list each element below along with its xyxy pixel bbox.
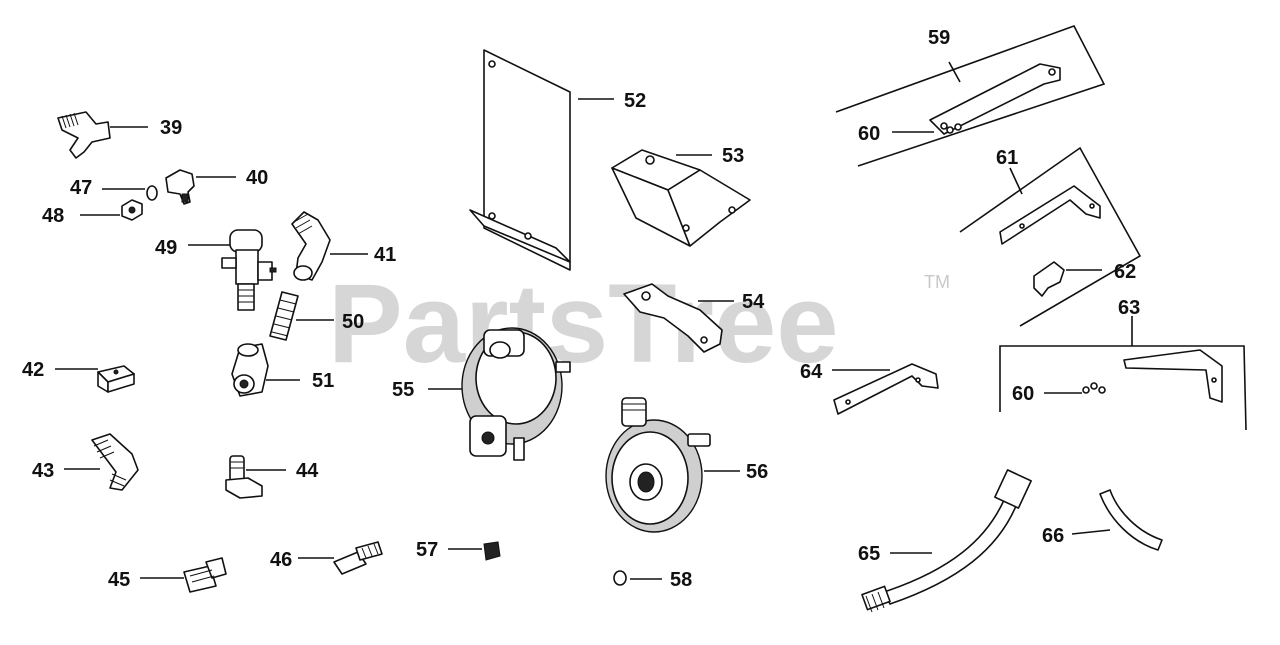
part-49-shutoff-valve[interactable] <box>188 229 277 311</box>
part-40-elbow[interactable] <box>165 169 236 205</box>
part-51-pipe-tee[interactable] <box>231 343 300 397</box>
callout-65: 65 <box>858 543 880 565</box>
callout-43: 43 <box>32 460 54 482</box>
part-50-pipe-nipple[interactable] <box>269 291 334 341</box>
part-63-bracket[interactable] <box>1123 349 1223 403</box>
watermark-logo: PartsTree <box>328 261 839 386</box>
callout-42: 42 <box>22 359 44 381</box>
part-55-lpg-regulator[interactable] <box>428 327 571 461</box>
callout-47: 47 <box>70 177 92 199</box>
part-59-group-box <box>835 25 1106 167</box>
callout-39: 39 <box>160 117 182 139</box>
part-39-elbow-fitting[interactable] <box>57 111 148 159</box>
part-61-group-box <box>959 146 1142 327</box>
part-58-o-ring[interactable] <box>613 570 662 586</box>
part-46-connector[interactable] <box>298 541 383 575</box>
part-62-clip[interactable] <box>1033 261 1102 297</box>
part-65-fuel-hose[interactable] <box>861 469 1032 613</box>
callout-59: 59 <box>928 27 950 49</box>
part-53-regulator-bracket[interactable] <box>611 149 751 247</box>
part-60-hardware-lower[interactable] <box>1044 382 1106 394</box>
callout-48: 48 <box>42 205 64 227</box>
callout-66: 66 <box>1042 525 1064 547</box>
callout-55: 55 <box>392 379 414 401</box>
callout-52: 52 <box>624 90 646 112</box>
part-59-bracket[interactable] <box>929 63 1061 135</box>
callout-44: 44 <box>296 460 319 482</box>
callout-51: 51 <box>312 370 334 392</box>
part-52-mounting-bracket[interactable] <box>469 49 614 271</box>
callout-40: 40 <box>246 167 268 189</box>
callout-53: 53 <box>722 145 744 167</box>
callout-46: 46 <box>270 549 292 571</box>
part-41-elbow[interactable] <box>291 211 368 281</box>
watermark-trademark: TM <box>924 272 950 292</box>
part-63-group-box <box>999 316 1247 431</box>
part-43-elbow[interactable] <box>64 433 139 491</box>
part-42-adapter[interactable] <box>55 365 135 393</box>
callout-60-lower: 60 <box>1012 383 1034 405</box>
callout-57: 57 <box>416 539 438 561</box>
callout-61: 61 <box>996 147 1018 169</box>
part-48-nut[interactable] <box>80 199 143 221</box>
callout-49: 49 <box>155 237 177 259</box>
part-61-bracket[interactable] <box>999 185 1101 245</box>
part-44-hose-barb-elbow[interactable] <box>225 455 286 499</box>
part-56-regulator-body[interactable] <box>605 397 740 533</box>
callout-64: 64 <box>800 361 823 383</box>
part-57-plug[interactable] <box>448 541 501 561</box>
callout-50: 50 <box>342 311 364 333</box>
callout-56: 56 <box>746 461 768 483</box>
callout-62: 62 <box>1114 261 1136 283</box>
part-60-hardware-upper[interactable] <box>892 123 962 134</box>
callout-63: 63 <box>1118 297 1140 319</box>
callout-54: 54 <box>742 291 765 313</box>
part-47-ferrule[interactable] <box>102 185 158 201</box>
part-45-hex-nipple[interactable] <box>140 557 227 593</box>
part-54-plate[interactable] <box>623 283 734 353</box>
callout-41: 41 <box>374 244 396 266</box>
callout-45: 45 <box>108 569 130 591</box>
part-64-bracket[interactable] <box>832 363 939 415</box>
callout-58: 58 <box>670 569 692 591</box>
callout-60-upper: 60 <box>858 123 880 145</box>
part-66-tube[interactable] <box>1071 489 1163 551</box>
